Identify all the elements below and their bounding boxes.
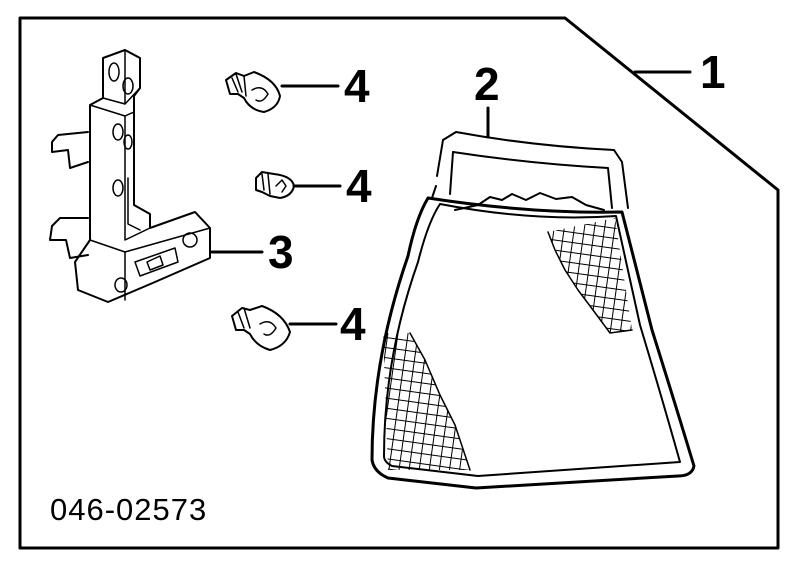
callout-3: 3 (268, 226, 294, 278)
bulb-middle (255, 171, 295, 199)
part-code: 046-02573 (50, 492, 207, 527)
bulb-holder (49, 49, 211, 303)
diagram-frame (18, 16, 780, 550)
corner-lamp (370, 131, 696, 490)
callout-2: 2 (474, 58, 500, 110)
callout-4-bottom: 4 (340, 298, 366, 350)
callout-4-middle: 4 (346, 160, 372, 212)
bulb-top (225, 71, 281, 113)
bulb-bottom (231, 305, 291, 351)
callout-4-top: 4 (344, 60, 370, 112)
callout-1: 1 (700, 46, 726, 98)
